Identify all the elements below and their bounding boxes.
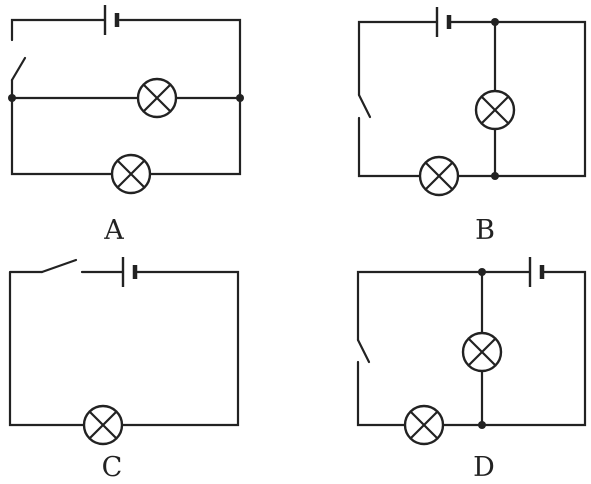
circuit-b-wires xyxy=(357,20,587,178)
circuit-b-switch xyxy=(357,93,372,119)
circuit-c-battery xyxy=(121,257,138,287)
label-a: A xyxy=(103,215,124,246)
circuit-a: A xyxy=(8,5,244,246)
circuit-c-lamp xyxy=(82,404,124,446)
circuit-a-switch xyxy=(10,56,27,82)
circuit-c-switch xyxy=(40,258,78,274)
circuit-d: D xyxy=(356,257,587,483)
circuit-b-battery xyxy=(435,7,452,37)
circuit-c: C xyxy=(8,257,240,483)
label-d: D xyxy=(473,452,495,483)
circuit-a-wires xyxy=(10,18,242,176)
circuit-d-switch xyxy=(356,338,371,364)
circuit-d-wires xyxy=(356,270,587,427)
circuit-b-junction-bottom xyxy=(491,172,499,180)
circuit-b-lamp-bottom xyxy=(418,155,460,197)
label-b: B xyxy=(475,215,495,246)
circuit-a-junction-right xyxy=(236,94,244,102)
circuit-a-junction-left xyxy=(8,94,16,102)
circuit-d-lamp-bottom xyxy=(403,404,445,446)
label-c: C xyxy=(102,452,123,483)
circuit-a-lamp-bottom xyxy=(110,153,152,195)
circuit-c-wires xyxy=(8,270,240,427)
circuit-a-lamp-top xyxy=(136,77,178,119)
circuit-b: B xyxy=(357,7,587,246)
circuit-d-junction-bottom xyxy=(478,421,486,429)
circuit-d-lamp-middle xyxy=(461,331,503,373)
circuit-b-junction-top xyxy=(491,18,499,26)
circuit-b-lamp-middle xyxy=(474,89,516,131)
circuit-d-junction-top xyxy=(478,268,486,276)
circuit-d-battery xyxy=(528,257,545,287)
circuit-a-battery xyxy=(103,5,120,35)
